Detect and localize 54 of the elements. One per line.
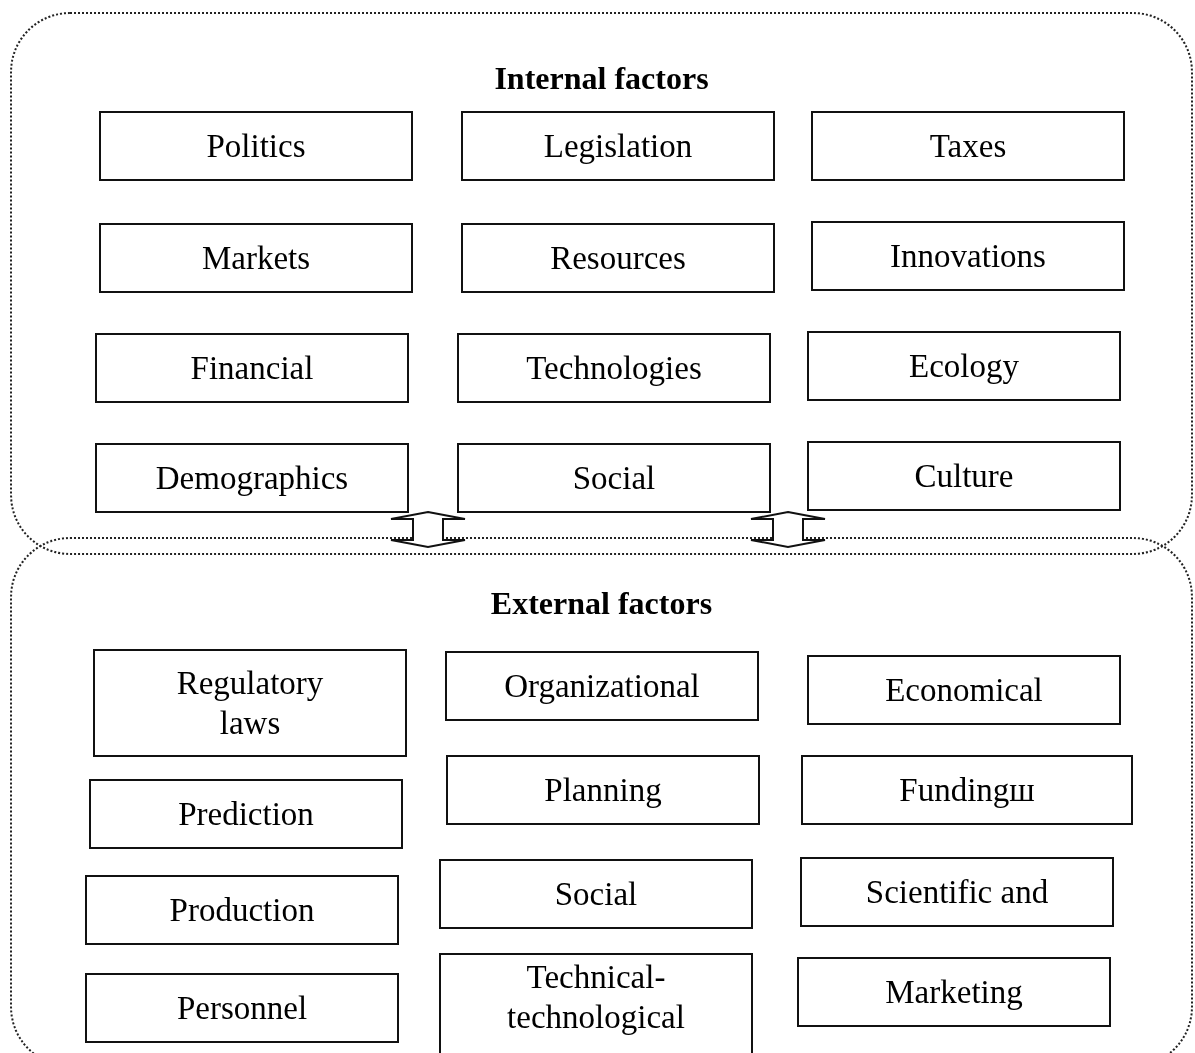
factor-label: Marketing [885,973,1023,1012]
factor-label: Planning [544,771,662,810]
factor-label: Ecology [909,347,1019,386]
factor-box [99,223,413,293]
factor-box [457,443,771,513]
factor-label: Technical-technological [506,958,686,1037]
factor-box [93,649,407,757]
factor-label: Technologies [526,349,702,388]
factor-box [457,333,771,403]
double-arrow [390,511,466,548]
factor-label: Production [169,891,315,930]
factor-label: Scientific and [865,873,1049,912]
factor-label: Culture [914,457,1014,496]
group-frame [10,12,1193,555]
factor-box [445,651,759,721]
group-frame [10,537,1193,1053]
factor-label: Demographics [155,459,349,498]
factor-box [99,111,413,181]
factor-label: Legislation [543,127,693,166]
factor-box [461,111,775,181]
factor-box [811,111,1125,181]
factor-label: Politics [206,127,306,166]
factor-box [89,779,403,849]
factor-box [461,223,775,293]
factor-box [439,953,753,1053]
factor-box [800,857,1114,927]
factor-box [801,755,1133,825]
factor-label: Personnel [176,989,308,1028]
factor-label: Organizational [504,667,700,706]
factor-box [439,859,753,929]
factor-box [85,875,399,945]
factor-label: Innovations [890,237,1046,276]
factor-box [95,333,409,403]
factor-box [807,331,1121,401]
factor-label: Financial [190,349,314,388]
factor-box [797,957,1111,1027]
factor-label: Regulatory laws [175,664,325,743]
factor-label: Markets [201,239,311,278]
factor-box [85,973,399,1043]
factor-box [807,655,1121,725]
factor-label: Fundingш [899,771,1035,810]
group-heading: External factors [490,585,713,621]
double-arrow [750,511,826,548]
factor-box [807,441,1121,511]
factor-box [811,221,1125,291]
factor-label: Resources [550,239,686,278]
factor-label: Social [554,875,638,914]
factor-box [446,755,760,825]
factor-label: Taxes [929,127,1007,166]
factor-label: Economical [885,671,1043,710]
factor-box [95,443,409,513]
group-heading: Internal factors [494,60,709,96]
factor-label: Social [572,459,656,498]
factor-label: Prediction [178,795,314,834]
